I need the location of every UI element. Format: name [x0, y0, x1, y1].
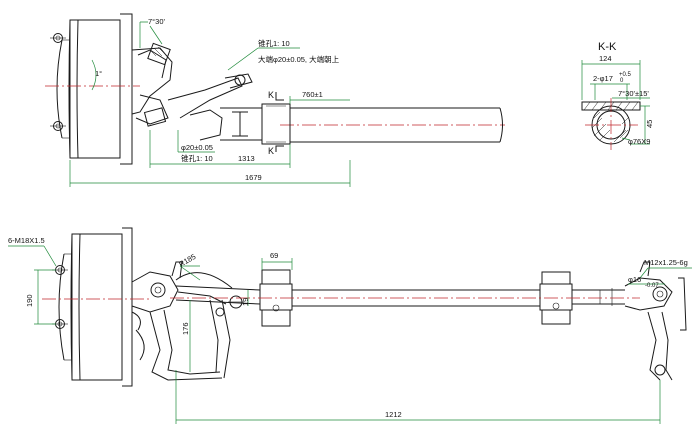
dim-760-label: 760±1 [302, 90, 323, 99]
top-knuckle [131, 42, 253, 141]
dim-124-label: 124 [599, 54, 612, 63]
angle-1-label: 1° [95, 69, 102, 78]
front-axle-tube [175, 269, 625, 327]
section-kk-title: K-K [598, 41, 617, 53]
dim-hole-label: 2-φ17 [593, 74, 613, 83]
front-left-knuckle [131, 261, 244, 381]
taper-note-1: 锥孔1: 10 [258, 38, 290, 48]
angle-7-30-label: 7°30' [148, 17, 166, 26]
dim-bolts-label: 6-M18X1.5 [8, 236, 45, 245]
dim-190-label: 190 [25, 294, 34, 307]
dim-45-label: 45 [645, 120, 654, 128]
section-k1-label: K [268, 90, 274, 100]
section-kk: K-K 124 2-φ17 +0.5 0 7°30'±15' 45 φ76X9 [581, 41, 654, 150]
dim-69-label: 69 [270, 251, 278, 260]
taper-note-3: 锥孔1: 10 [181, 153, 213, 163]
dim-76x9-label: φ76X9 [628, 137, 650, 146]
dim-hole-tol-lower: 0 [620, 78, 624, 84]
top-axle-beam [220, 103, 503, 145]
dim-19-label: 19 [241, 298, 250, 306]
front-view: 6-M18X1.5 190 R185 69 19 176 12 [8, 227, 692, 424]
dim-phi16-label: φ16 [628, 275, 641, 284]
top-dimensions: 7°30' 1° 锥孔1: 10 大端φ20±0.05, 大端朝上 760±1 … [69, 17, 351, 187]
front-dimensions: 6-M18X1.5 190 R185 69 19 176 12 [8, 236, 692, 424]
top-brake-drum [50, 13, 133, 165]
dim-1679-label: 1679 [245, 173, 262, 182]
dim-phi20-label: φ20±0.05 [181, 143, 213, 152]
front-brake-drum [52, 227, 133, 387]
dim-angle-label: 7°30'±15' [618, 89, 649, 98]
dim-hole-tol-upper: +0.5 [619, 72, 632, 78]
taper-note-2: 大端φ20±0.05, 大端朝上 [258, 54, 340, 64]
dim-176-label: 176 [181, 322, 190, 335]
top-view: K K 7°30' 1° 锥孔1: 10 大端φ20±0.05, 大端朝上 76… [45, 13, 505, 187]
dim-phi16-tol: -0.07 [645, 283, 659, 289]
front-right-knuckle [624, 261, 687, 381]
dim-thread-label: M12x1.25-6g [644, 258, 688, 267]
section-mark-k-top: K K [268, 90, 284, 156]
section-k2-label: K [268, 146, 274, 156]
dim-1212-label: 1212 [385, 410, 402, 419]
dim-1313-label: 1313 [238, 154, 255, 163]
